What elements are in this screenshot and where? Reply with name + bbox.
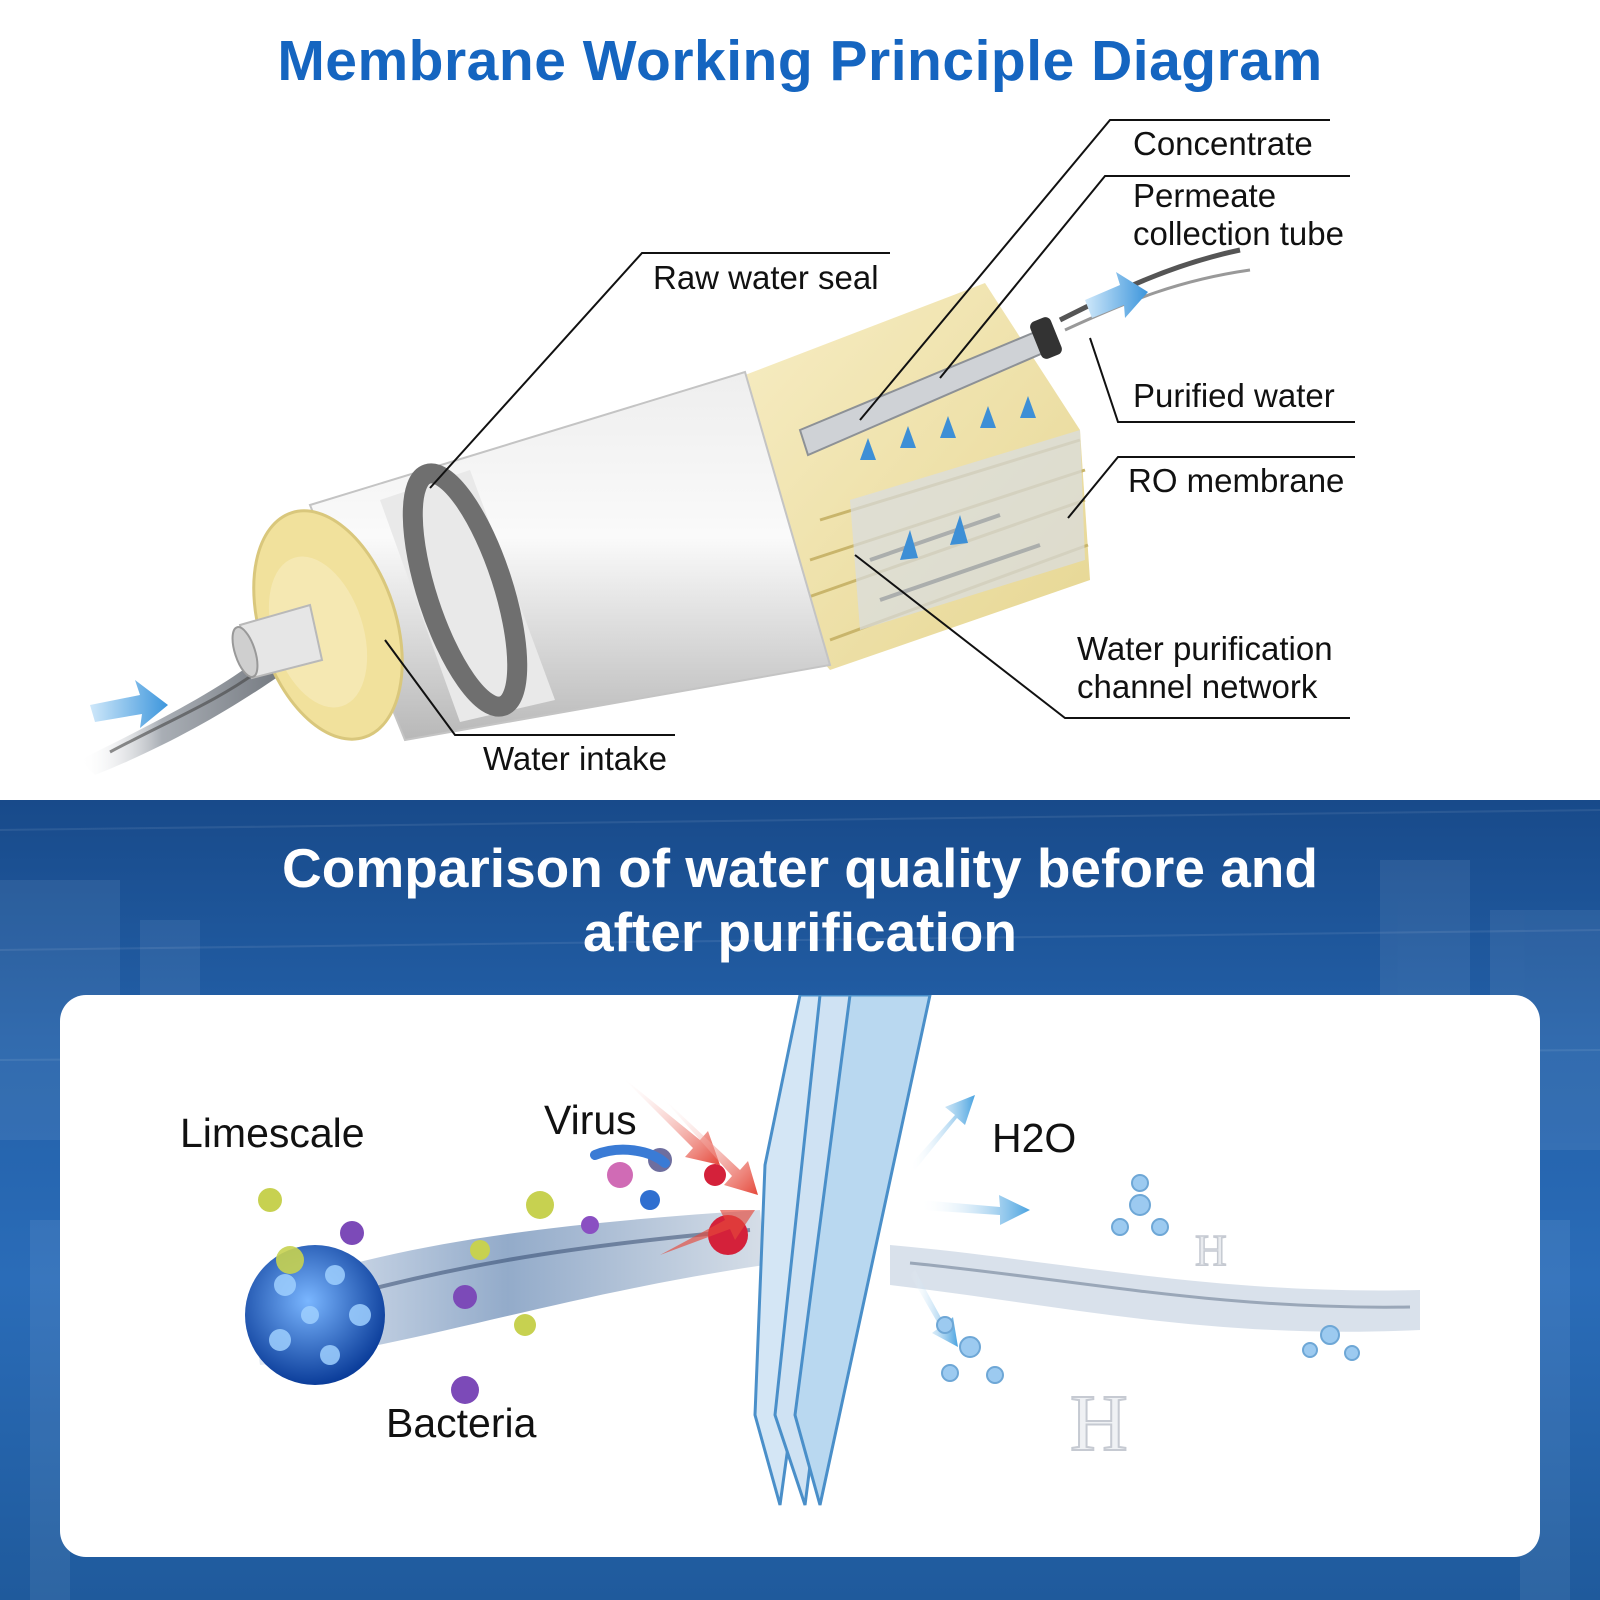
label-limescale: Limescale (180, 1110, 365, 1156)
water-molecule-icons (936, 1174, 1360, 1384)
comparison-title-line2: after purification (583, 901, 1017, 963)
svg-text:H: H (1070, 1380, 1128, 1468)
label-permeate-line1: Permeate (1133, 177, 1277, 214)
label-purified-water: Purified water (1133, 377, 1335, 414)
incoming-water-stream (80, 650, 285, 775)
ro-membrane-illustration (80, 119, 1355, 775)
h2o-glyph-decorations: H H (1069, 1225, 1228, 1469)
filter-membrane-sheets (753, 995, 932, 1506)
leader-lines (384, 119, 1355, 736)
comparison-title-line1: Comparison of water quality before and (282, 837, 1318, 899)
filtration-illustration: H H (245, 995, 1420, 1506)
label-virus: Virus (544, 1097, 637, 1143)
label-water-intake: Water intake (483, 740, 668, 777)
virus-particle-icon (245, 1245, 385, 1385)
intake-arrow-icon (90, 680, 168, 728)
outflow-arrow-icon (1085, 272, 1148, 318)
comparison-card: H H Limescale Virus H2O Bacteria (60, 995, 1540, 1557)
label-channel-line2: channel network (1077, 668, 1318, 705)
label-channel-line1: Water purification (1077, 630, 1333, 667)
label-h2o: H2O (992, 1115, 1077, 1161)
svg-text:H: H (1195, 1226, 1227, 1275)
contaminant-particles (258, 1144, 748, 1404)
label-permeate-line2: collection tube (1133, 215, 1344, 252)
diagram-title: Membrane Working Principle Diagram (277, 29, 1323, 93)
membrane-diagram-section: Membrane Working Principle Diagram (80, 29, 1355, 777)
blocked-arrows (620, 1075, 758, 1255)
label-raw-water-seal: Raw water seal (653, 259, 879, 296)
label-concentrate: Concentrate (1133, 125, 1313, 162)
label-ro-membrane: RO membrane (1128, 462, 1345, 499)
comparison-title: Comparison of water quality before and a… (0, 836, 1600, 964)
label-bacteria: Bacteria (386, 1400, 537, 1446)
clean-water-stream (890, 1245, 1420, 1332)
membrane-layers (745, 283, 1090, 670)
